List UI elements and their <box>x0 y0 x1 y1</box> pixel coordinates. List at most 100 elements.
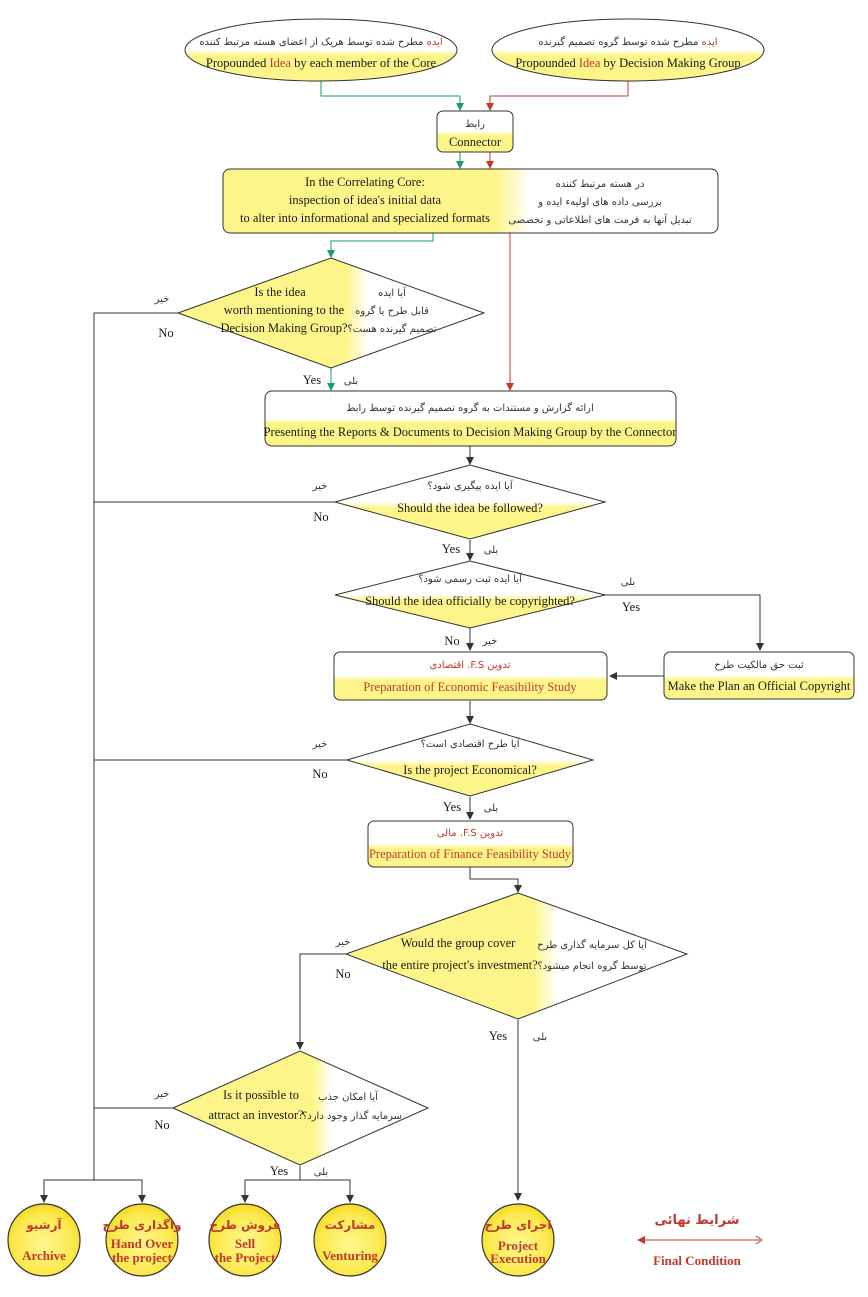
q-investor-fa-2: سرمایه گذار وجود دارد؟ <box>302 1110 402 1122</box>
q-investor-decision: Is it possible to attract an investor? آ… <box>171 1050 430 1166</box>
label-q-worth-no: No <box>158 326 173 340</box>
econ-fs-fa-pre: تدوین <box>487 660 510 671</box>
copyright-node: ثبت حق مالکیت طرح Make the Plan an Offic… <box>663 651 855 700</box>
venture-en: Venturing <box>322 1248 378 1263</box>
q-invest-decision: Would the group cover the entire project… <box>344 892 689 1020</box>
edge-labels: خیر No Yes بلی خیر No Yes بلی بلی Yes No… <box>154 294 641 1178</box>
label-q-investor-yes-fa: بلی <box>314 1167 328 1178</box>
q-worth-en-3: Decision Making Group? <box>220 321 348 335</box>
edge-idea-core-to-connector <box>320 80 464 111</box>
edge-q-investor-yes-venture <box>300 1179 354 1203</box>
core-en-3: to alter into informational and speciali… <box>240 211 490 225</box>
edge-fin-to-q-invest <box>469 867 522 893</box>
fin-fs-fa-post: مالی <box>437 828 457 839</box>
label-q-copyright-yes: Yes <box>622 600 640 614</box>
svg-text:تدوین F.S. اقتصادی: تدوین F.S. اقتصادی <box>429 660 510 671</box>
fin-fs-fa-red: F.S. <box>460 828 477 839</box>
archive-fa: آرشیو <box>25 1217 62 1233</box>
final-handover: واگذاری طرح Hand Over the project <box>102 1203 182 1277</box>
idea-core-fa: مطرح شده توسط هریک از اعضای هسته مرتبط ک… <box>199 37 423 48</box>
edge-trunk-to-handover <box>94 1179 146 1203</box>
label-q-investor-no: No <box>154 1118 169 1132</box>
q-copyright-en: Should the idea officially be copyrighte… <box>365 594 575 608</box>
idea-group-en-pre: Propounded <box>515 56 576 70</box>
q-investor-fa-1: آیا امکان جذب <box>318 1090 379 1103</box>
label-q-copyright-no-fa: خیر <box>482 636 498 647</box>
econ-fs-fa-post: اقتصادی <box>429 660 464 671</box>
present-node: ارائه گزارش و مستندات به گروه تصمیم گیرن… <box>264 390 678 447</box>
edge-q-worth-no <box>93 312 178 1180</box>
idea-group-node: ایده مطرح شده توسط گروه تصمیم گیرنده Pro… <box>491 18 765 82</box>
q-follow-fa: آیا ایده پیگیری شود؟ <box>427 479 513 492</box>
connector-node: رابط Connector <box>436 110 514 153</box>
label-q-invest-yes-fa: بلی <box>533 1032 547 1043</box>
execute-fa: اجرای طرح <box>485 1218 552 1232</box>
q-follow-decision: آیا ایده پیگیری شود؟ Should the idea be … <box>333 464 607 540</box>
idea-group-fa-prefix: ایده <box>702 37 718 48</box>
core-en-1: In the Correlating Core: <box>305 175 425 189</box>
q-invest-en-1: Would the group cover <box>401 936 516 950</box>
fin-fs-en: Preparation of Finance Feasibility Study <box>369 847 572 861</box>
final-sell: فروش طرح Sell the Project <box>208 1203 282 1277</box>
q-worth-en-2: worth mentioning to the <box>224 303 345 317</box>
q-copyright-fa: آیا ایده ثبت رسمی شود؟ <box>418 572 523 585</box>
label-q-follow-yes-fa: بلی <box>484 545 498 556</box>
q-follow-en: Should the idea be followed? <box>397 501 543 515</box>
label-q-econ-no: No <box>312 767 327 781</box>
svg-text:ایده مطرح شده توسط هریک از اعض: ایده مطرح شده توسط هریک از اعضای هسته مر… <box>199 37 442 48</box>
econ-fs-fa-red: F.S. <box>467 660 484 671</box>
q-worth-fa-1: آیا ایده <box>378 286 407 299</box>
final-archive: آرشیو Archive <box>7 1203 81 1277</box>
label-q-invest-yes: Yes <box>489 1029 507 1043</box>
handover-en-2: the project <box>112 1250 173 1265</box>
venture-fa: مشارکت <box>325 1218 376 1232</box>
q-worth-decision: Is the idea worth mentioning to the Deci… <box>176 257 486 369</box>
econ-fs-en: Preparation of Economic Feasibility Stud… <box>363 680 577 694</box>
label-q-copyright-no: No <box>444 634 459 648</box>
present-en: Presenting the Reports & Documents to De… <box>264 425 678 439</box>
edge-core-to-q-worth <box>327 233 434 258</box>
label-q-worth-yes-fa: بلی <box>344 376 358 387</box>
idea-core-node: ایده مطرح شده توسط هریک از اعضای هسته مر… <box>184 18 458 82</box>
label-q-follow-no: No <box>313 510 328 524</box>
label-q-econ-yes-fa: بلی <box>484 803 498 814</box>
label-q-follow-yes: Yes <box>442 542 460 556</box>
svg-text:Propounded Idea by each member: Propounded Idea by each member of the Co… <box>206 56 437 70</box>
present-fa: ارائه گزارش و مستندات به گروه تصمیم گیرن… <box>346 402 594 414</box>
svg-text:ایده مطرح شده توسط گروه تصمیم: ایده مطرح شده توسط گروه تصمیم گیرنده <box>538 36 717 48</box>
idea-core-en-pre: Propounded <box>206 56 267 70</box>
label-q-invest-no-fa: خیر <box>335 937 351 948</box>
sell-fa: فروش طرح <box>210 1218 281 1233</box>
legend-fa: شرایط نهائی <box>654 1213 739 1228</box>
edge-trunk-to-archive <box>40 1179 94 1203</box>
q-worth-en-1: Is the idea <box>254 285 306 299</box>
edge-q-copyright-yes-to-copyright <box>605 594 764 651</box>
connector-en: Connector <box>449 135 502 149</box>
archive-en: Archive <box>22 1248 66 1263</box>
legend-en: Final Condition <box>653 1253 742 1268</box>
q-econ-en: Is the project Economical? <box>403 763 537 777</box>
q-econ-fa: آیا طرح اقتصادی است؟ <box>421 737 521 750</box>
svg-text:Propounded Idea by Decision Ma: Propounded Idea by Decision Making Group <box>515 56 740 70</box>
q-invest-fa-2: توسط گروه انجام میشود؟ <box>537 960 646 972</box>
label-q-invest-no: No <box>335 967 350 981</box>
label-q-worth-yes: Yes <box>303 373 321 387</box>
fin-fs-fa-pre: تدوین <box>480 828 503 839</box>
final-execute: اجرای طرح Project Execution <box>481 1203 555 1277</box>
copyright-fa: ثبت حق مالکیت طرح <box>714 660 804 671</box>
idea-group-fa: مطرح شده توسط گروه تصمیم گیرنده <box>538 36 698 48</box>
q-investor-en-1: Is it possible to <box>223 1088 299 1102</box>
label-q-econ-no-fa: خیر <box>312 739 328 750</box>
final-venture: مشارکت Venturing <box>313 1203 387 1277</box>
core-fa-1: در هسته مرتبط کننده <box>556 179 645 190</box>
edge-q-invest-no-to-q-investor <box>296 953 346 1050</box>
label-q-worth-no-fa: خیر <box>154 294 170 305</box>
label-q-investor-yes: Yes <box>270 1164 288 1178</box>
sell-en-1: Sell <box>235 1236 256 1251</box>
handover-en-1: Hand Over <box>111 1236 174 1251</box>
svg-text:تدوین F.S. مالی: تدوین F.S. مالی <box>437 828 504 839</box>
idea-core-en-post: by each member of the Core <box>294 56 436 70</box>
idea-group-en-red: Idea <box>579 56 601 70</box>
q-econ-decision: آیا طرح اقتصادی است؟ Is the project Econ… <box>345 723 595 797</box>
